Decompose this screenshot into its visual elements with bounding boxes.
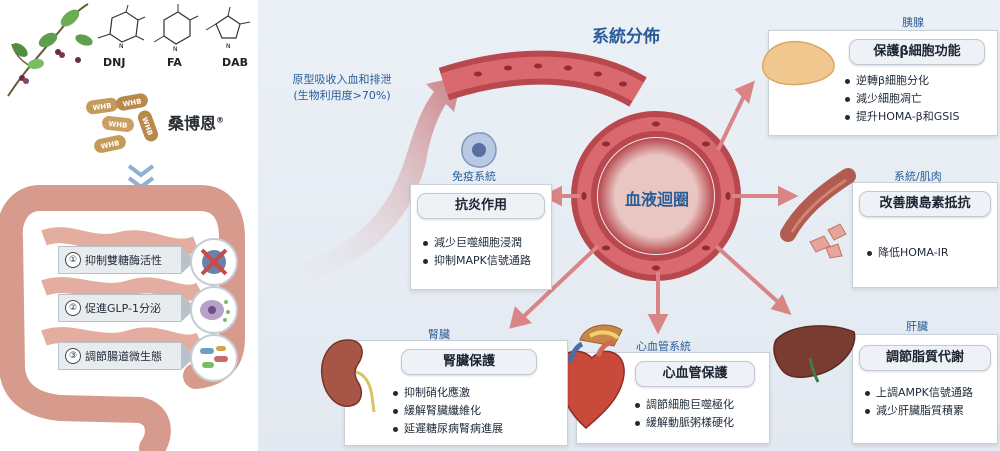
liver-card-title: 調節脂質代謝 [859, 345, 991, 371]
molecule-name-fa: FA [167, 56, 182, 69]
molecule-name-dab: DAB [222, 56, 249, 69]
immune-list: 減少巨噬細胞浸潤 抑制MAPK信號通路 [421, 235, 549, 271]
whb-pills-icon: WHB WHB WHB WHB WHB [86, 93, 159, 153]
liver-item: 上調AMPK信號通路 [863, 385, 993, 401]
mechanism-3-number: ③ [65, 348, 81, 364]
mechanism-3-label: 調節腸道微生態 [85, 350, 162, 363]
immune-item: 抑制MAPK信號通路 [421, 253, 549, 269]
pancreas-item: 減少細胞凋亡 [843, 91, 993, 107]
cardio-label: 心血管系統 [636, 340, 691, 353]
kidney-card: 腎臟保護 抑制硝化應激 緩解腎臟纖維化 延遲糖尿病腎病進展 [344, 340, 568, 446]
pancreas-card: 保護β細胞功能 逆轉β細胞分化 減少細胞凋亡 提升HOMA-β和GSIS [761, 30, 998, 136]
muscle-cells-icon [780, 168, 856, 259]
liver-icon [773, 325, 856, 383]
immune-item: 減少巨噬細胞浸潤 [421, 235, 549, 251]
immune-card: 抗炎作用 減少巨噬細胞浸潤 抑制MAPK信號通路 [410, 184, 552, 290]
left-panel: N DNJ N FA N DAB WHB WHB WHB WHB WHB 桑博恩… [0, 0, 258, 451]
pancreas-icon [761, 40, 835, 86]
cardio-item: 調節細胞巨噬極化 [633, 397, 767, 413]
liver-label: 肝臟 [906, 320, 928, 333]
mechanism-1-label: 抑制雙糖酶活性 [85, 254, 162, 267]
enzyme-inhibition-icon [190, 238, 238, 286]
mechanism-3: ③ 調節腸道微生態 [58, 342, 196, 370]
liver-card: 調節脂質代謝 上調AMPK信號通路 減少肝臟脂質積累 [852, 334, 998, 444]
pancreas-item: 逆轉β細胞分化 [843, 73, 993, 89]
registered-mark: ® [216, 115, 225, 125]
circulation-graphic [278, 50, 799, 335]
pancreas-list: 逆轉β細胞分化 減少細胞凋亡 提升HOMA-β和GSIS [843, 73, 993, 127]
liver-item: 減少肝臟脂質積累 [863, 403, 993, 419]
liver-list: 上調AMPK信號通路 減少肝臟脂質積累 [863, 385, 993, 421]
kidney-item: 延遲糖尿病腎病進展 [391, 421, 565, 437]
blood-circulation-label: 血液迴圈 [624, 190, 689, 209]
cardio-item: 緩解動脈粥樣硬化 [633, 415, 767, 431]
svg-text:N: N [119, 43, 124, 50]
mechanism-2-label: 促進GLP-1分泌 [85, 302, 162, 315]
kidney-label: 腎臟 [428, 328, 450, 341]
muscle-list: 降低HOMA-IR [865, 245, 993, 263]
mechanism-1-number: ① [65, 252, 81, 268]
pancreas-card-title: 保護β細胞功能 [849, 39, 985, 65]
cardio-card-title: 心血管保護 [635, 361, 755, 387]
immune-label: 免疫系統 [452, 170, 496, 183]
brand-name-text: 桑博恩 [168, 114, 217, 133]
svg-text:N: N [173, 46, 178, 53]
muscle-card: 改善胰島素抵抗 降低HOMA-IR [852, 182, 998, 288]
mechanism-2: ② 促進GLP-1分泌 [58, 294, 196, 322]
pill-label: WHB [92, 102, 112, 113]
muscle-label: 系統/肌肉 [894, 170, 942, 183]
kidney-card-title: 腎臟保護 [401, 349, 537, 375]
kidney-item: 抑制硝化應激 [391, 385, 565, 401]
absorption-line-2: (生物利用度>70%) [293, 89, 391, 102]
pill-label: WHB [100, 139, 120, 151]
mechanism-1: ① 抑制雙糖酶活性 [58, 246, 196, 274]
system-distribution-title: 系統分佈 [592, 27, 660, 47]
fa-structure-icon: N [153, 4, 199, 53]
mechanism-2-number: ② [65, 300, 81, 316]
pancreas-label: 胰腺 [902, 16, 924, 29]
absorption-text: 原型吸收入血和排泄 (生物利用度>70%) [276, 72, 408, 104]
brand-name: 桑博恩® [168, 110, 224, 134]
heart-icon [557, 324, 625, 429]
molecule-name-dnj: DNJ [103, 56, 126, 69]
immune-cell-icon [461, 132, 497, 168]
pancreas-item: 提升HOMA-β和GSIS [843, 109, 993, 125]
dnj-structure-icon: N [97, 4, 146, 50]
pill-label: WHB [108, 120, 128, 130]
muscle-card-title: 改善胰島素抵抗 [859, 191, 991, 217]
gut-microbiota-icon [190, 334, 238, 382]
muscle-item: 降低HOMA-IR [865, 245, 993, 261]
immune-card-title: 抗炎作用 [417, 193, 545, 219]
kidney-icon [320, 339, 376, 413]
kidney-item: 緩解腎臟纖維化 [391, 403, 565, 419]
cardio-list: 調節細胞巨噬極化 緩解動脈粥樣硬化 [633, 397, 767, 433]
absorption-line-1: 原型吸收入血和排泄 [292, 73, 392, 86]
mulberry-branch-icon [7, 3, 93, 97]
glp1-secretion-icon [190, 286, 238, 334]
kidney-list: 抑制硝化應激 緩解腎臟纖維化 延遲糖尿病腎病進展 [391, 385, 565, 439]
pill-label: WHB [122, 97, 142, 108]
svg-text:N: N [226, 43, 231, 50]
dab-structure-icon: N [205, 6, 251, 50]
